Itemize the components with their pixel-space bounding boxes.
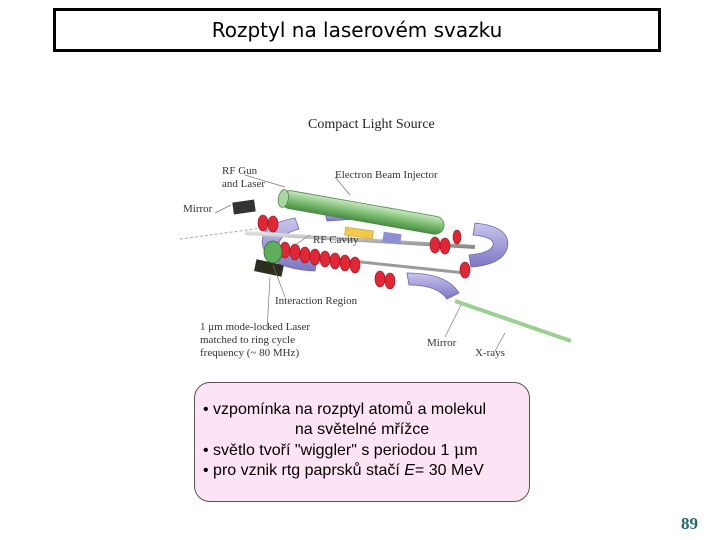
diagram-title: Compact Light Source [308,117,435,132]
notes-box: • vzpomínka na rozptyl atomů a molekul n… [194,382,530,502]
label-mirror-left: Mirror [183,203,213,215]
note-line-3-prefix: • světlo tvoří "wiggler" s periodou 1 [203,442,454,459]
injector-tube [277,189,445,235]
rf-gun-box [232,199,256,215]
label-interaction-region: Interaction Region [275,295,358,307]
note-line-4: • pro vznik rtg paprsků stačí E= 30 MeV [203,461,521,481]
note-line-3-suffix: m [464,442,478,459]
label-rf-cavity: RF Cavity [313,234,359,246]
page-number: 89 [681,514,698,533]
note-line-2: na světelné mřížce [294,421,430,438]
diagram-graphic [179,174,572,352]
note-line-3: • světlo tvoří "wiggler" s periodou 1 μm [203,440,521,461]
xray-beam [454,299,572,343]
leader-lines [214,174,506,352]
interaction-cylinder [263,240,283,264]
note-line-1: • vzpomínka na rozptyl atomů a molekul [203,401,487,418]
right-dipole [468,222,509,268]
label-laser-3: frequency (~ 80 MHz) [200,347,300,359]
note-line-4-prefix: • pro vznik rtg paprsků stačí [203,462,405,479]
note-line-4-suffix: = 30 MeV [414,462,484,479]
quadrupole-magnets [257,214,471,290]
label-and-laser: and Laser [222,178,266,190]
label-electron-beam-injector: Electron Beam Injector [335,169,438,181]
laser-box [254,259,284,277]
cavity-block [382,231,402,245]
label-mirror-bottom: Mirror [427,337,457,349]
compact-light-source-diagram: Compact Light Source RF Gun and Laser El… [175,105,575,367]
label-xrays: X-rays [475,347,505,359]
rf-cavity [344,226,374,240]
label-rf-gun: RF Gun [222,165,258,177]
slide-title: Rozptyl na laserovém svazku [211,18,503,42]
slide-title-box: Rozptyl na laserovém svazku [53,8,661,52]
label-laser-2: matched to ring cycle [200,334,295,346]
note-line-3-mu: μ [453,440,465,459]
note-line-4-var: E [404,462,415,479]
label-laser-1: 1 μm mode-locked Laser [200,321,311,333]
laser-beam-line [179,226,271,240]
bottom-right-dipole [406,272,460,300]
